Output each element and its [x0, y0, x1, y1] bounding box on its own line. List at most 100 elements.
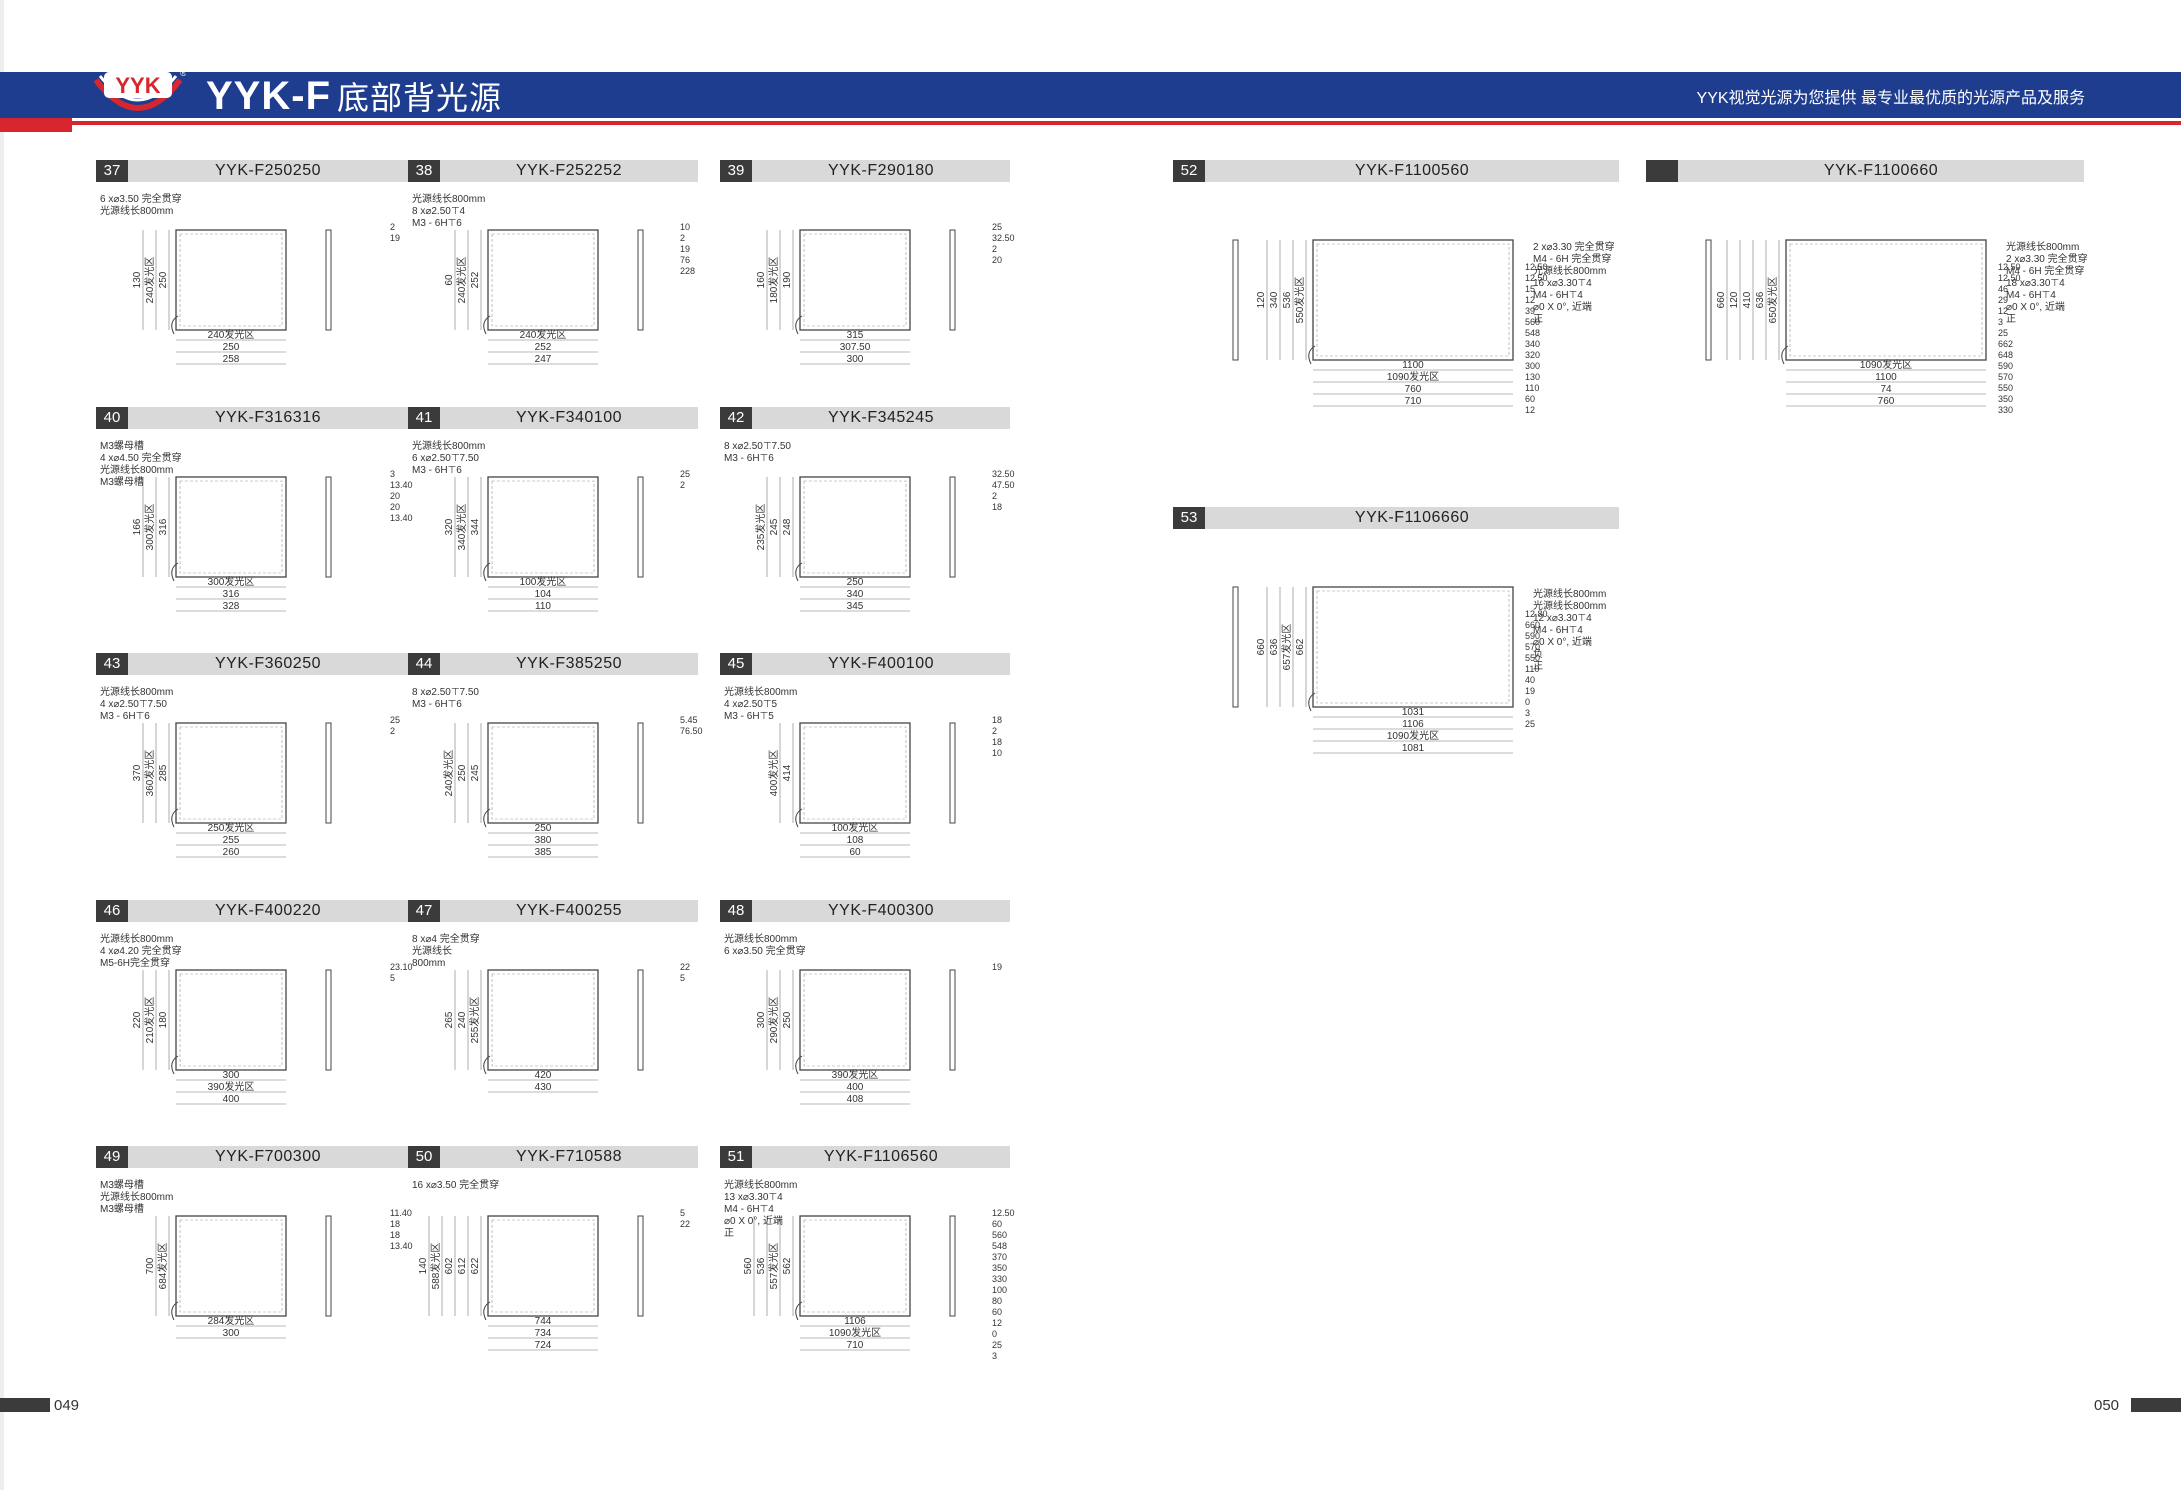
dimension-label: 240发光区	[442, 750, 455, 797]
side-profile	[637, 229, 644, 331]
dimension-label: 285	[158, 764, 169, 781]
dimension-label: 76.50	[680, 726, 703, 736]
side-profile	[949, 476, 956, 578]
dimension-label: 370	[992, 1252, 1007, 1262]
dimension-label: 330	[992, 1274, 1007, 1284]
dimension-label: 22	[680, 1219, 690, 1229]
product-model: YYK-F710588	[515, 1148, 622, 1165]
panel-outline	[487, 722, 599, 824]
annotation-note: 2 x⌀3.30 完全贯穿	[1533, 240, 1615, 253]
annotation-note: M3 - 6H⊤6	[100, 711, 150, 722]
annotation-note: 负	[1533, 647, 1543, 660]
dimension-label: 60	[849, 847, 861, 858]
header-bar	[72, 72, 2181, 118]
page-number-left: 049	[54, 1397, 80, 1414]
dimension-label: 420	[535, 1070, 552, 1081]
svg-text:®: ®	[180, 68, 186, 78]
emitting-area	[179, 973, 283, 1067]
dimension-label: 46	[1998, 284, 2008, 294]
dimension-label: 250	[223, 342, 240, 353]
panel-outline	[487, 476, 599, 578]
annotation-note: M4 - 6H⊤4	[1533, 290, 1583, 301]
cable-line	[483, 1055, 491, 1075]
panel-outline	[175, 722, 287, 824]
footer-bar-left	[0, 1398, 50, 1412]
dimension-label: 60	[992, 1219, 1002, 1229]
annotation-note: 8 x⌀2.50⊤4	[412, 206, 466, 217]
dimension-label: 245	[769, 518, 780, 535]
dimension-label: 20	[390, 491, 400, 501]
dimension-label: 300	[223, 1328, 240, 1339]
side-profile	[325, 229, 332, 331]
panel-outline	[1785, 239, 1987, 361]
dimension-label: 250	[847, 577, 864, 588]
side-profile	[325, 476, 332, 578]
annotation-note: 光源线长	[412, 944, 452, 957]
dimension-label: 1090发光区	[1387, 370, 1439, 383]
dimension-label: 340	[847, 589, 864, 600]
dimension-label: 11.40	[390, 1208, 412, 1218]
dimension-label: 12.80	[1525, 609, 1548, 619]
cable-line	[171, 808, 179, 828]
dimension-label: 636	[1269, 638, 1280, 655]
drawing-svg: 103111061090发光区1081662657发光区636660光源线长80…	[1232, 586, 1606, 754]
annotation-note: 光源线长800mm	[724, 932, 797, 945]
annotation-note: M4 - 6H⊤4	[724, 1204, 774, 1215]
dimension-label: 104	[535, 589, 552, 600]
annotation-note: 光源线长800mm	[1533, 264, 1606, 277]
dimension-label: 562	[782, 1257, 793, 1274]
dimension-label: 300	[223, 1070, 240, 1081]
panel-outline	[175, 1215, 287, 1317]
product-model: YYK-F1100560	[1354, 162, 1470, 179]
dimension-label: 12.50	[1525, 273, 1548, 283]
annotation-note: 18 x⌀3.30⊤4	[2006, 278, 2065, 289]
emitting-area	[1316, 590, 1510, 704]
dimension-label: 590	[1998, 361, 2013, 371]
dimension-label: 100发光区	[520, 575, 567, 588]
cable-line	[795, 808, 803, 828]
annotation-note: 光源线长800mm	[100, 204, 173, 217]
dimension-label: 328	[223, 601, 240, 612]
dimension-label: 13.40	[390, 513, 413, 523]
product-model: YYK-F400100	[827, 655, 934, 672]
dimension-label: 3	[1998, 317, 2003, 327]
dimension-label: 80	[992, 1296, 1002, 1306]
dimension-label: 18	[992, 502, 1002, 512]
dimension-label: 400	[847, 1082, 864, 1093]
dimension-label: 110	[1525, 664, 1539, 674]
dimension-label: 3	[992, 1351, 997, 1361]
emitting-area	[1789, 243, 1983, 357]
dimension-label: 636	[1755, 291, 1766, 308]
dimension-label: 2	[390, 222, 395, 232]
dimension-label: 410	[1742, 291, 1753, 308]
dimension-label: 400	[223, 1094, 240, 1105]
dimension-label: 660	[1256, 638, 1267, 655]
side-profile	[949, 1215, 956, 1317]
annotation-note: M5-6H完全贯穿	[100, 956, 170, 969]
dimension-label: 100	[992, 1285, 1007, 1295]
dimension-label: 160	[756, 271, 767, 288]
dimension-label: 247	[535, 354, 552, 365]
annotation-note: 16 x⌀3.30⊤4	[1533, 278, 1592, 289]
dimension-label: 18	[390, 1230, 400, 1240]
product-model: YYK-F345245	[827, 409, 934, 426]
annotation-note: M3螺母槽	[100, 475, 144, 488]
side-profile	[637, 1215, 644, 1317]
product-model: YYK-F385250	[515, 655, 622, 672]
product-model: YYK-F400220	[214, 902, 321, 919]
side-profile	[1705, 239, 1712, 361]
dimension-label: 2	[992, 726, 997, 736]
